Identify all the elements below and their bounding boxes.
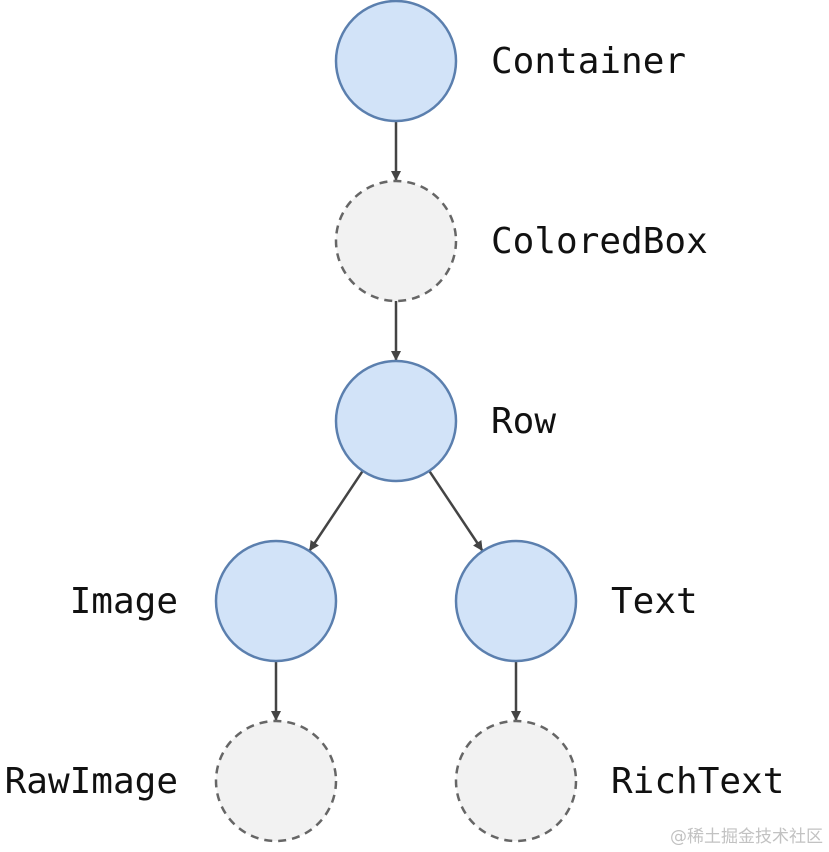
node-label-richtext: RichText	[611, 761, 784, 802]
node-circle-image	[214, 539, 338, 663]
node-rawimage: RawImage	[5, 719, 338, 843]
node-label-text: Text	[611, 581, 698, 622]
watermark-text: @稀土掘金技术社区	[670, 827, 823, 847]
node-circle-richtext	[454, 719, 578, 843]
node-row: Row	[334, 359, 556, 483]
node-label-image: Image	[70, 581, 178, 622]
node-richtext: RichText	[454, 719, 784, 843]
node-label-row: Row	[491, 401, 556, 442]
edge-row-to-text	[428, 470, 484, 552]
node-label-container: Container	[491, 41, 686, 82]
edge-row-to-image	[308, 470, 364, 552]
node-circle-text	[454, 539, 578, 663]
node-text: Text	[454, 539, 698, 663]
node-label-coloredbox: ColoredBox	[491, 221, 708, 262]
node-circle-rawimage	[214, 719, 338, 843]
node-circle-coloredbox	[334, 179, 458, 303]
node-image: Image	[70, 539, 338, 663]
edges-group	[271, 121, 521, 721]
node-container: Container	[334, 0, 686, 123]
node-circle-row	[334, 359, 458, 483]
node-circle-container	[334, 0, 458, 123]
node-coloredbox: ColoredBox	[334, 179, 708, 303]
node-label-rawimage: RawImage	[5, 761, 178, 802]
